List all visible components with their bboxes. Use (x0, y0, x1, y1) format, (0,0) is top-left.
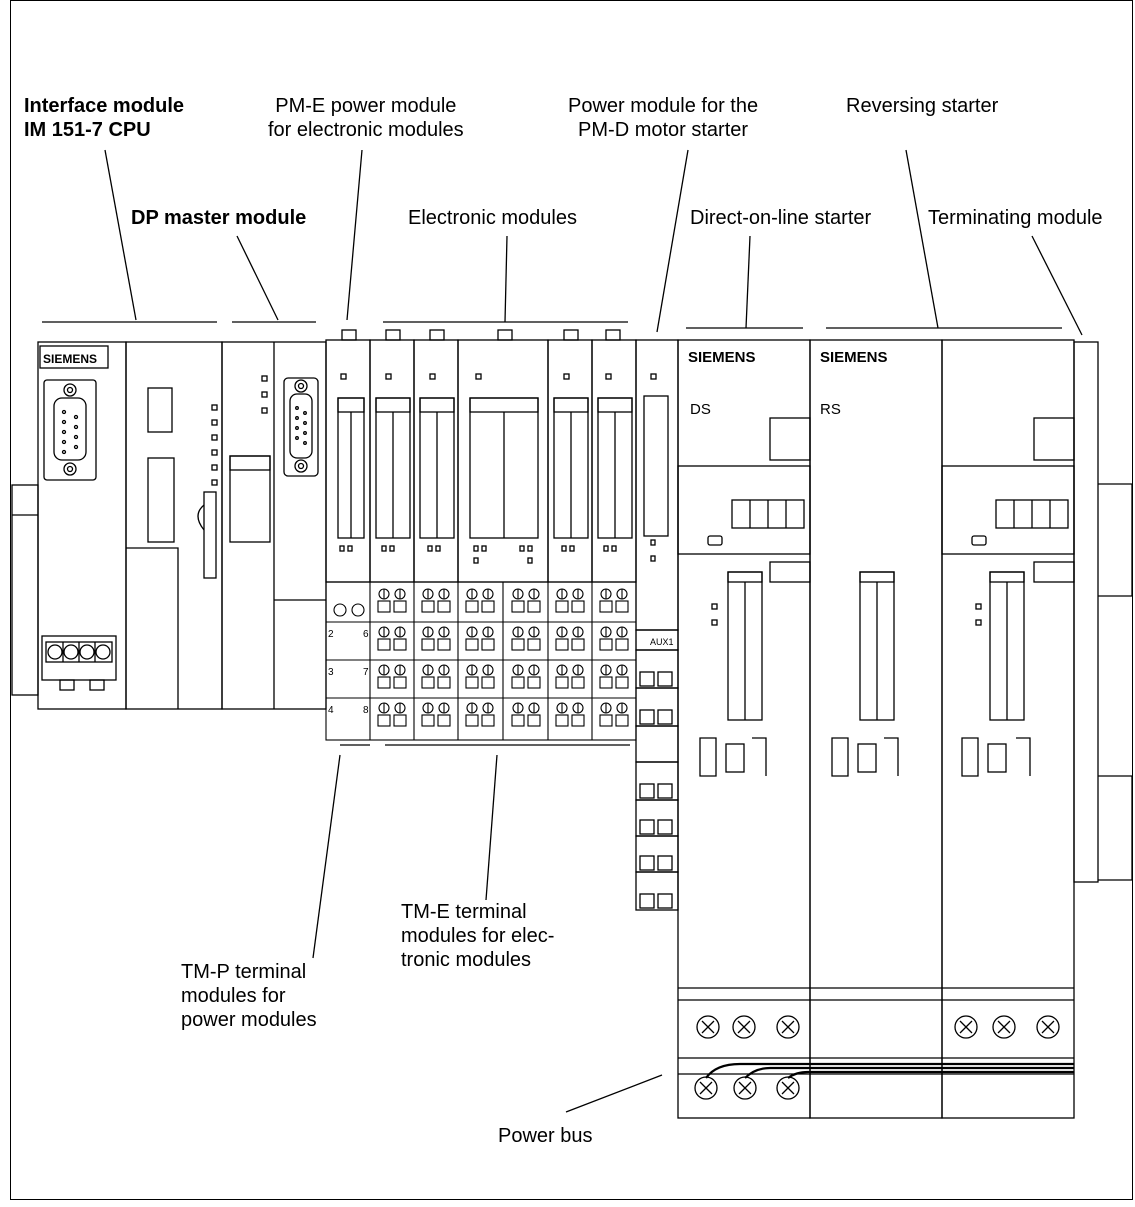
terminal-clamp (437, 600, 451, 613)
figure-frame (10, 0, 1133, 1200)
dp-master-module (221, 341, 327, 710)
terminal-clamp (377, 676, 391, 689)
terminal-clamp (437, 714, 451, 727)
label-pm-e-power-module: PM-E power module for electronic modules (268, 95, 464, 141)
terminal-clamp (571, 638, 585, 651)
terminal-clamp (511, 600, 525, 613)
label-power-bus: Power bus (498, 1125, 593, 1147)
terminal-clamp (421, 638, 435, 651)
terminal-clamp (437, 676, 451, 689)
label-reversing-starter: Reversing starter (846, 95, 999, 117)
terminal-clamp (571, 714, 585, 727)
terminal-clamp (555, 676, 569, 689)
terminal-clamp (481, 676, 495, 689)
terminal-clamp (481, 714, 495, 727)
label-interface-module: Interface module IM 151-7 CPU (24, 95, 185, 141)
terminal-clamp (615, 676, 629, 689)
power-bus (694, 1062, 1074, 1100)
terminal-clamp (571, 676, 585, 689)
terminal-clamp (393, 600, 407, 613)
terminal-clamp (377, 600, 391, 613)
terminal-clamp (599, 714, 613, 727)
terminal-clamp (377, 638, 391, 651)
terminal-clamp (511, 714, 525, 727)
terminal-clamp (599, 600, 613, 613)
terminal-clamp (615, 638, 629, 651)
terminal-clamp (481, 600, 495, 613)
label-terminating-module: Terminating module (928, 207, 1103, 229)
rs-type-label: RS (820, 401, 841, 418)
terminal-clamp (437, 638, 451, 651)
im-brand-text: SIEMENS (43, 352, 97, 366)
terminal-clamp (555, 714, 569, 727)
terminal-clamp (421, 676, 435, 689)
label-direct-on-line-starter: Direct-on-line starter (690, 207, 872, 229)
terminal-clamp (555, 600, 569, 613)
terminal-clamp (527, 600, 541, 613)
terminal-clamp (571, 600, 585, 613)
terminal-clamp (393, 714, 407, 727)
terminal-clamp (393, 638, 407, 651)
terminal-clamp (511, 676, 525, 689)
terminal-clamp (393, 676, 407, 689)
terminal-clamp (615, 714, 629, 727)
rs-brand-text: SIEMENS (820, 349, 888, 366)
leader-lines (42, 149, 1083, 1113)
terminal-clamp (511, 638, 525, 651)
terminal-clamp (421, 600, 435, 613)
terminal-clamp (615, 600, 629, 613)
ds-brand-text: SIEMENS (688, 349, 756, 366)
terminal-clamp (599, 638, 613, 651)
terminal-clamp (527, 714, 541, 727)
interface-module-housing: SIEMENS (11, 341, 223, 710)
row-number-6: 6 (363, 629, 369, 640)
terminal-clamp (481, 638, 495, 651)
row-number-3: 3 (328, 667, 334, 678)
terminal-clamp (465, 676, 479, 689)
label-pm-d-power-module: Power module for the PM-D motor starter (568, 95, 759, 141)
terminal-clamp (465, 714, 479, 727)
screw-terminals (377, 588, 629, 727)
terminal-clamp (377, 714, 391, 727)
label-dp-master-module: DP master module (131, 207, 307, 229)
terminal-clamp (555, 638, 569, 651)
motor-starters: SIEMENS SIEMENS DS RS (677, 339, 1133, 1119)
terminal-clamp (527, 638, 541, 651)
electronic-modules (325, 329, 637, 583)
aux-label: AUX1 (650, 637, 674, 647)
terminal-blocks: 2 3 4 6 7 8 (325, 581, 637, 741)
row-number-7: 7 (363, 667, 369, 678)
label-electronic-modules: Electronic modules (408, 207, 577, 229)
row-number-8: 8 (363, 705, 369, 716)
row-number-2: 2 (328, 629, 334, 640)
ds-type-label: DS (690, 401, 711, 418)
terminal-clamp (599, 676, 613, 689)
label-tm-e-terminal-modules: TM-E terminal modules for elec- tronic m… (401, 901, 555, 971)
terminal-clamp (527, 676, 541, 689)
label-tm-p-terminal-modules: TM-P terminal modules for power modules (181, 961, 317, 1031)
terminal-clamp (421, 714, 435, 727)
pm-d-module: AUX1 (635, 339, 679, 911)
row-number-4: 4 (328, 705, 334, 716)
terminal-clamp (465, 600, 479, 613)
terminal-clamp (465, 638, 479, 651)
